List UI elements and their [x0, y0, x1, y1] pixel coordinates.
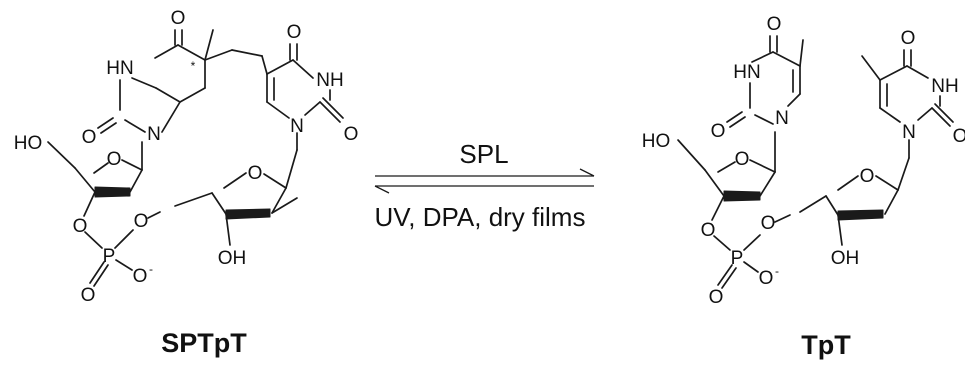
atom-label: O — [81, 285, 96, 306]
atom-label: O — [82, 127, 97, 148]
atom-label: O — [901, 28, 916, 49]
left-deoxyribose — [47, 141, 161, 287]
atom-label: OH — [218, 248, 247, 269]
atom-label: O — [287, 22, 302, 43]
atom-label: O — [759, 268, 774, 289]
atom-label: O — [73, 216, 88, 237]
atom-label: O — [767, 14, 782, 35]
right-deoxyribose-tpt — [799, 157, 910, 246]
equilibrium-arrows: SPL UV, DPA, dry films — [375, 139, 595, 232]
atom-label: O — [134, 211, 149, 232]
dihydrothymine-ring — [97, 29, 263, 134]
atom-label: N — [775, 108, 789, 129]
molecule-sptpt: O HN * N O O NH N O HO O O P O O O - O O… — [14, 8, 359, 358]
atom-label: P — [103, 246, 116, 267]
charge-label: - — [149, 262, 153, 276]
thymine-ring-right — [861, 49, 954, 159]
molecule-tpt: O HN N O O NH N O HO O O P O O O - O OH … — [642, 14, 965, 360]
atom-label: NH — [931, 76, 958, 97]
atom-label: O — [107, 149, 122, 170]
atom-label: O — [701, 220, 716, 241]
forward-label: SPL — [459, 139, 508, 169]
atom-label: O — [711, 121, 726, 142]
reactant-name: SPTpT — [161, 328, 247, 358]
atom-label: OH — [831, 248, 860, 269]
atom-label: O — [344, 124, 359, 145]
atom-label: HN — [106, 58, 133, 79]
atom-label: O — [735, 149, 750, 170]
charge-label: - — [775, 264, 779, 278]
atom-label: O — [860, 166, 875, 187]
thymine-ring — [261, 43, 344, 151]
reverse-label: UV, DPA, dry films — [375, 202, 586, 232]
stereocenter-marker: * — [191, 59, 196, 73]
atom-label: O — [953, 126, 965, 147]
product-name: TpT — [801, 330, 851, 360]
thymine-ring-left — [726, 35, 804, 128]
atom-label: O — [171, 8, 186, 29]
atom-label: O — [761, 213, 776, 234]
atom-label: N — [290, 116, 304, 137]
left-deoxyribose-tpt — [677, 131, 791, 289]
atom-label: P — [731, 248, 744, 269]
atom-label: NH — [316, 70, 343, 91]
right-deoxyribose — [174, 149, 298, 246]
atom-label: O — [709, 287, 724, 308]
atom-label: HO — [642, 131, 671, 152]
atom-label: N — [902, 122, 916, 143]
atom-label: O — [248, 163, 263, 184]
atom-label: HN — [733, 62, 760, 83]
atom-label: N — [147, 124, 161, 145]
atom-label: O — [133, 266, 148, 287]
atom-label: HO — [14, 133, 43, 154]
